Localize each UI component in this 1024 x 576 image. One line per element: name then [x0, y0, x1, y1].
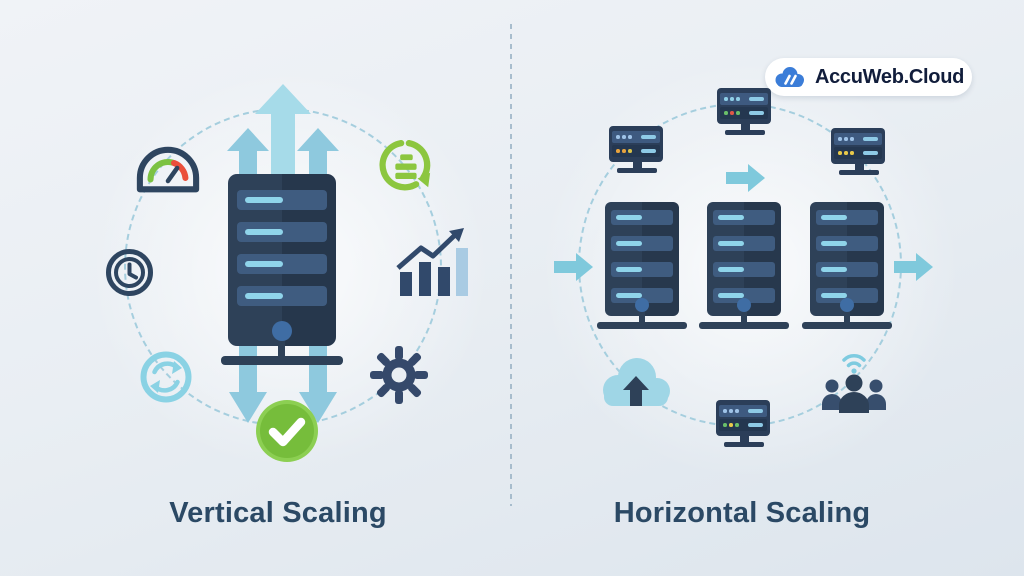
server-bay — [237, 254, 327, 274]
bay-indicator — [616, 293, 642, 298]
bay-indicator — [245, 293, 283, 299]
check-badge-icon — [256, 400, 318, 462]
cloud-upload-icon — [603, 358, 670, 406]
bay-indicator — [245, 197, 283, 203]
bay-indicator — [616, 215, 642, 220]
server-bay — [713, 236, 775, 251]
sync-arrows-icon — [140, 351, 192, 403]
bay-indicator — [821, 267, 847, 272]
brand-name: AccuWeb.Cloud — [814, 65, 965, 88]
bay-indicator — [616, 241, 642, 246]
users-wifi-icon — [822, 354, 886, 413]
server-tower — [802, 202, 892, 334]
bay-indicator — [245, 229, 283, 235]
server-bay — [237, 286, 327, 306]
server-bay — [816, 210, 878, 225]
server-power-dot — [840, 298, 854, 312]
server-bay — [713, 262, 775, 277]
brand-logo: AccuWeb.Cloud — [765, 58, 972, 96]
server-stand-base — [699, 322, 789, 329]
server-monitor-icon — [716, 400, 772, 447]
server-tower — [221, 174, 343, 370]
bay-indicator — [718, 293, 744, 298]
right-arrow-icon — [726, 164, 765, 192]
server-bay — [611, 210, 673, 225]
server-tower — [699, 202, 789, 334]
server-stand-base — [221, 356, 343, 365]
server-bay — [611, 236, 673, 251]
bay-indicator — [821, 241, 847, 246]
big-up-arrow-icon — [255, 84, 311, 177]
bay-indicator — [821, 293, 847, 298]
server-power-dot — [635, 298, 649, 312]
server-monitor-icon — [717, 88, 773, 135]
server-bay — [611, 262, 673, 277]
bay-indicator — [245, 261, 283, 267]
bay-indicator — [718, 267, 744, 272]
server-bay — [713, 210, 775, 225]
server-tower — [597, 202, 687, 334]
horizontal-scaling-label: Horizontal Scaling — [613, 497, 871, 529]
bay-indicator — [718, 215, 744, 220]
bay-indicator — [616, 267, 642, 272]
server-stand-base — [802, 322, 892, 329]
server-monitor-icon — [831, 128, 887, 175]
server-power-dot — [272, 321, 292, 341]
server-stand-base — [597, 322, 687, 329]
bay-indicator — [821, 215, 847, 220]
right-arrow-icon — [554, 253, 593, 281]
cloud-logo-icon — [775, 67, 804, 87]
right-arrow-icon — [894, 253, 933, 281]
server-bay — [237, 222, 327, 242]
server-bay — [816, 262, 878, 277]
server-power-dot — [737, 298, 751, 312]
speedometer-gauge-icon — [136, 146, 200, 193]
panel-divider-dashed-line — [510, 24, 512, 506]
server-bay — [816, 236, 878, 251]
growth-bar-chart-icon — [396, 228, 468, 296]
clock-icon — [106, 249, 153, 296]
server-bay — [237, 190, 327, 210]
bay-indicator — [718, 241, 744, 246]
process-list-refresh-icon — [379, 140, 431, 191]
gear-icon — [370, 346, 428, 404]
server-monitor-icon — [609, 126, 665, 173]
vertical-scaling-label: Vertical Scaling — [169, 497, 387, 529]
